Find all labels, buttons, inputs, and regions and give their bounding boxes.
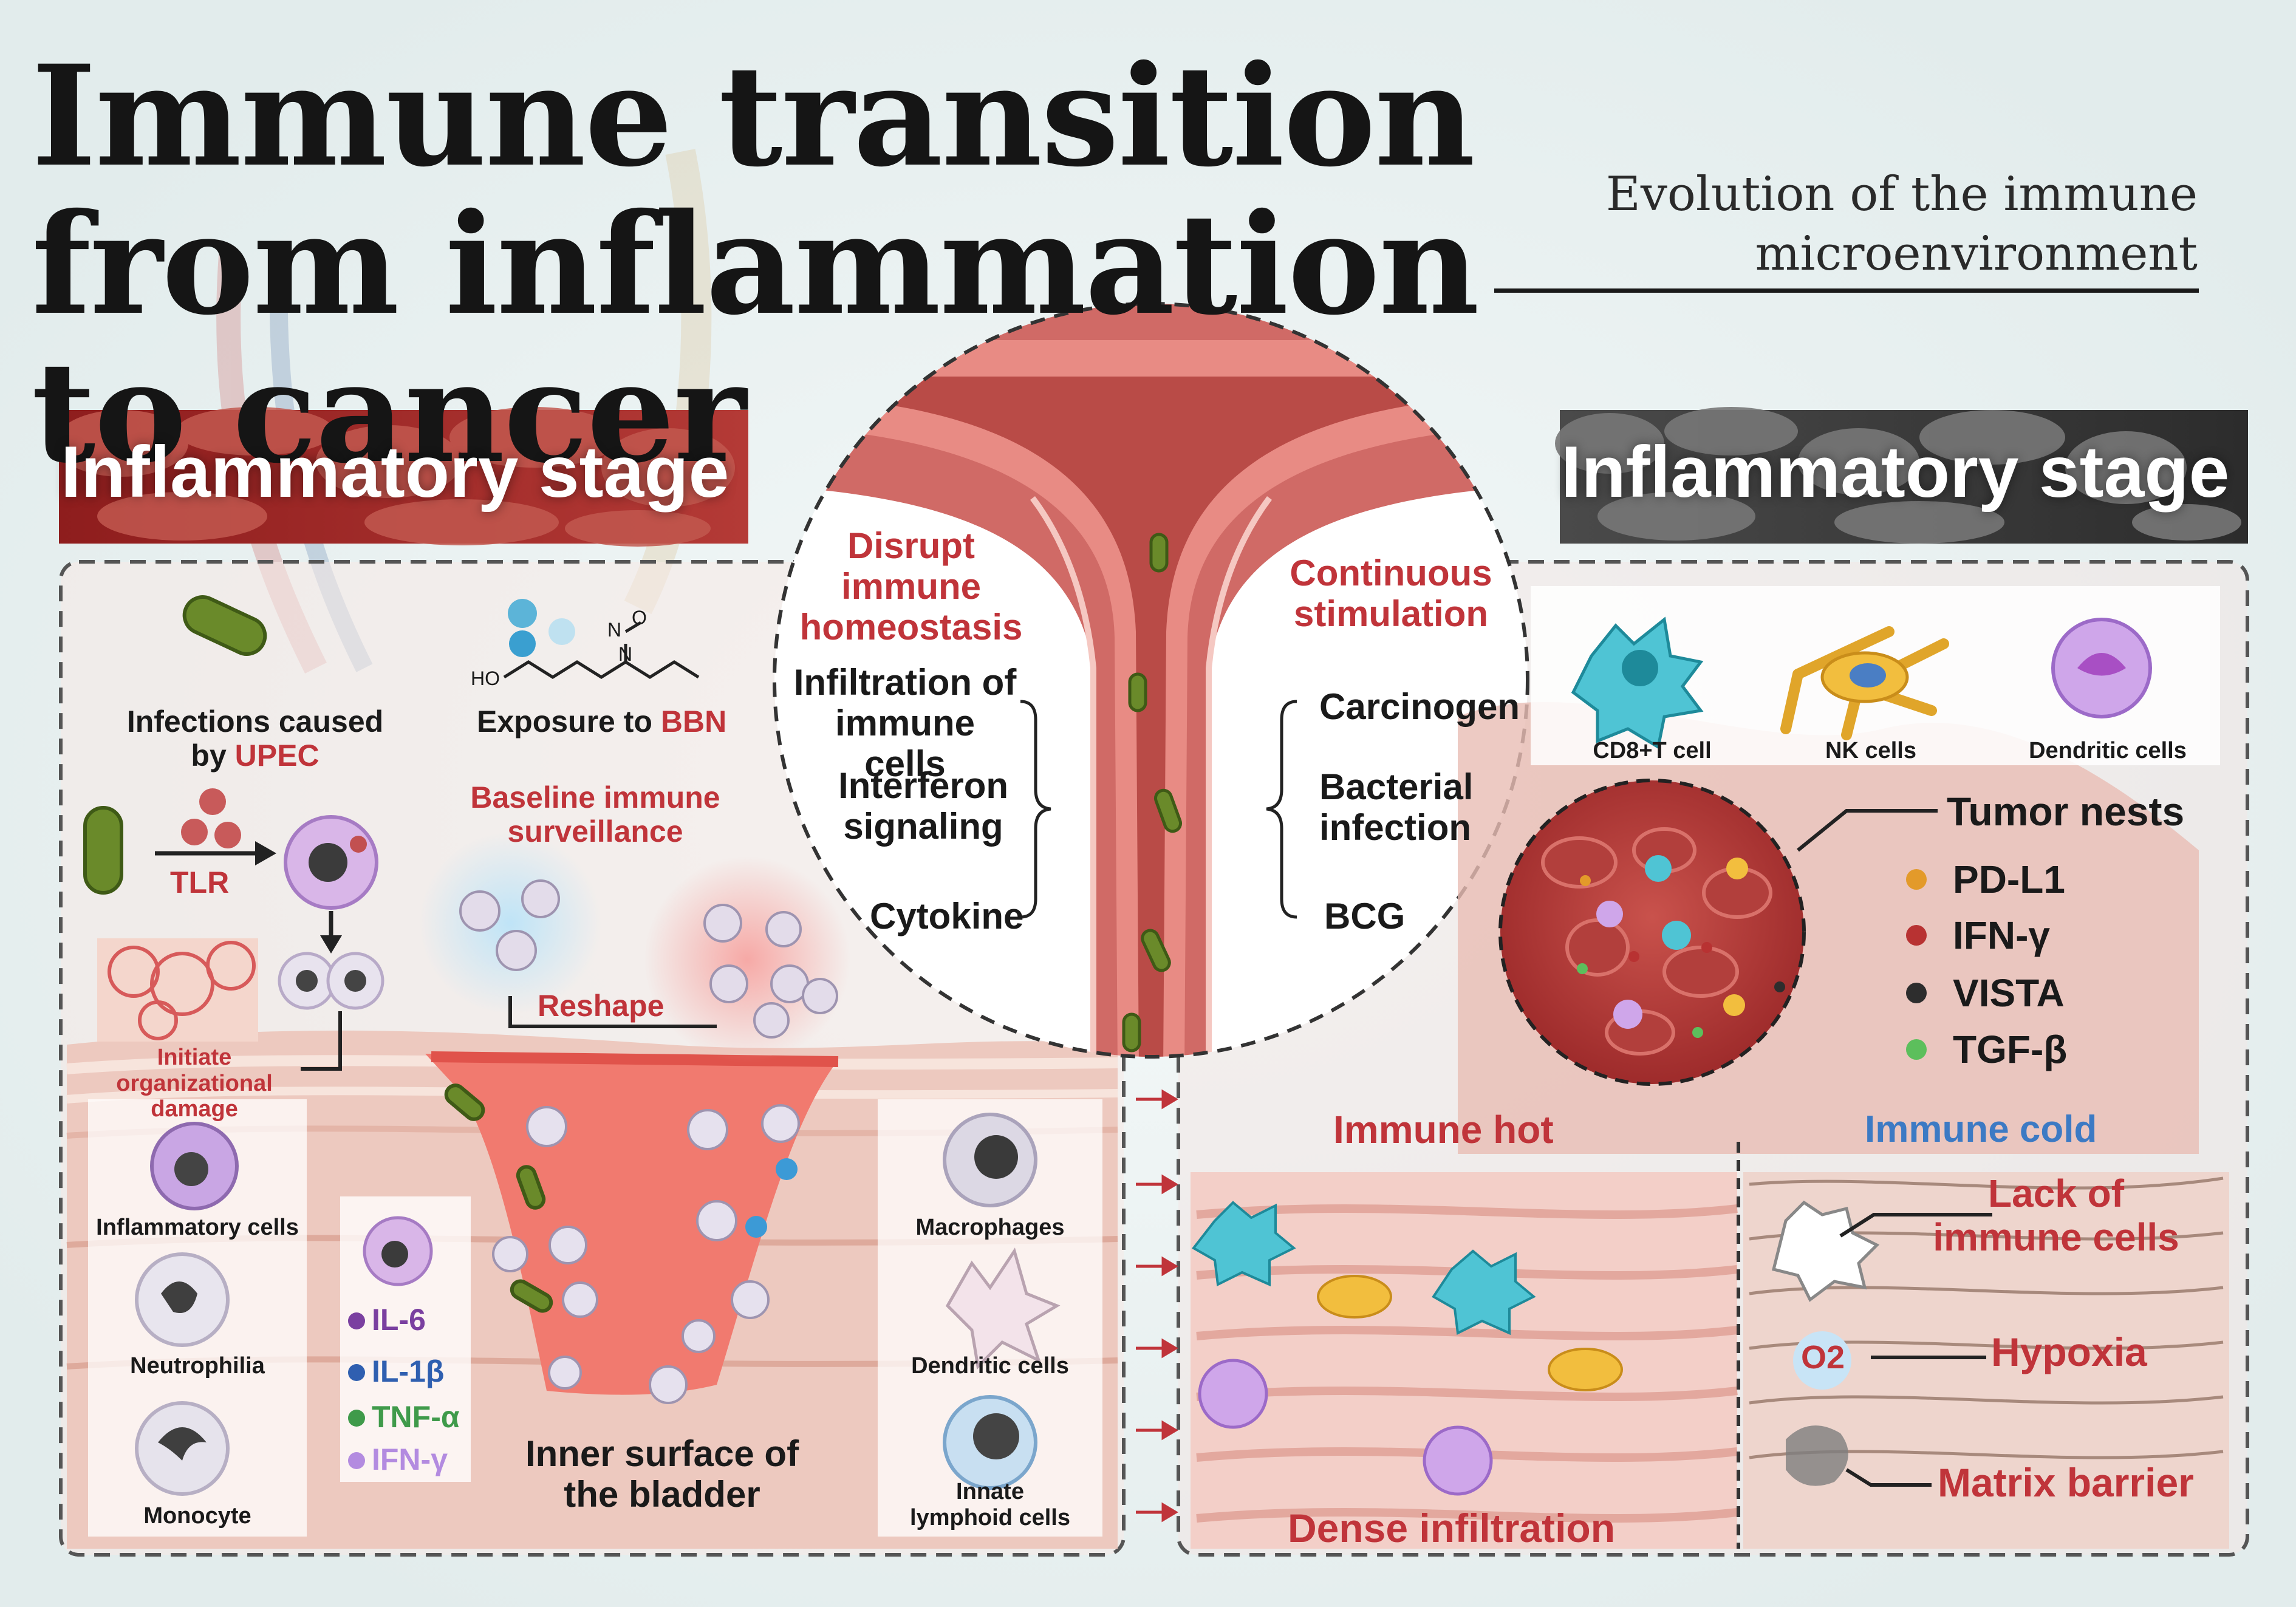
inner-surface-label: Inner surface of the bladder <box>525 1433 799 1515</box>
damage-connector <box>301 1011 342 1071</box>
upec-label: UPEC <box>234 739 319 773</box>
lesion-blue-dots <box>745 1158 798 1238</box>
transition-arrows <box>1136 1089 1178 1523</box>
center-right-item-1: Carcinogen <box>1319 686 1520 727</box>
cytokine-cell-icon <box>363 1216 433 1286</box>
reshape-label: Reshape <box>538 989 665 1023</box>
surveillance-cells <box>459 879 838 1039</box>
bbn-label: BBN <box>660 705 727 739</box>
cd8-cell-icon <box>1571 616 1704 749</box>
center-right-item-2: Bacterial infection <box>1319 766 1474 848</box>
cell-monocyte-label: Monocyte <box>143 1503 251 1529</box>
cytokine-il1b: IL-1β <box>372 1354 445 1388</box>
nest-legend-dots <box>1906 869 1927 1060</box>
reshape-cloud <box>644 856 850 1063</box>
cell-ilc-label: Innate lymphoid cells <box>910 1479 1070 1530</box>
chem-o: O <box>632 607 647 629</box>
cold-items <box>1771 1200 1992 1487</box>
center-left-item-1: Infiltration of immune cells <box>793 662 1017 785</box>
right-banner-title: Inflammatory stage <box>1561 431 2230 513</box>
cocci <box>181 599 575 848</box>
nk-cell-icon <box>1780 626 1949 740</box>
infections-prefix: Infections caused by <box>126 705 384 773</box>
cell-type-nk: NK cells <box>1825 738 1916 763</box>
ureter-cross-section <box>774 304 1528 1057</box>
tumor-nest-pointer <box>1797 809 1938 852</box>
page-title: Immune transition from inflammation to c… <box>32 35 1480 494</box>
tumor-nest-detail <box>1541 827 1785 1056</box>
cytokine-tnfa: TNF-α <box>372 1400 460 1434</box>
initiate-label: Initiate organizational damage <box>116 1045 273 1122</box>
subtitle-rule <box>1494 288 2199 293</box>
tumor-nest-outline <box>1498 779 1806 1086</box>
cytokine-il6: IL-6 <box>372 1303 426 1337</box>
o2-label: O2 <box>1801 1339 1845 1376</box>
matrix-barrier-label: Matrix barrier <box>1938 1460 2194 1505</box>
immune-hot-label: Immune hot <box>1333 1108 1554 1152</box>
left-cell-icons <box>135 1122 239 1496</box>
cell-neutrophilia-label: Neutrophilia <box>130 1353 265 1379</box>
legend-pdl1: PD-L1 <box>1953 858 2065 901</box>
exposure-label: Exposure to BBN <box>477 705 726 739</box>
cell-type-cd8: CD8+T cell <box>1593 738 1712 763</box>
cell-dendritic-label: Dendritic cells <box>911 1353 1069 1379</box>
left-banner-bg <box>55 407 748 547</box>
dendritic-cell-icon <box>2051 618 2152 718</box>
cytokine-dots <box>348 1312 365 1469</box>
continuous-label: Continuous stimulation <box>1290 553 1492 635</box>
tlr-arrowhead <box>255 841 276 865</box>
legend-ifng: IFN-γ <box>1953 913 2050 957</box>
right-cell-icons <box>943 1113 1061 1490</box>
disrupt-label: Disrupt immune homeostasis <box>799 525 1023 648</box>
damaged-tissue <box>97 938 258 1042</box>
reshape-connector <box>508 996 717 1028</box>
surveillance-cloud <box>419 832 601 1014</box>
right-banner-bg <box>1555 407 2248 544</box>
chem-no: N <box>607 619 622 641</box>
hypoxia-label: Hypoxia <box>1991 1329 2147 1374</box>
cytokine-ifng: IFN-γ <box>372 1442 448 1476</box>
center-left-item-3: Cytokine <box>870 896 1024 937</box>
center-right-item-3: BCG <box>1324 896 1406 937</box>
cell-type-dendritic: Dendritic cells <box>2029 738 2187 763</box>
legend-tgfb: TGF-β <box>1953 1028 2068 1071</box>
tlr-label: TLR <box>170 865 230 899</box>
right-brace <box>1266 700 1297 919</box>
lack-immune-label: Lack of immune cells <box>1933 1172 2179 1259</box>
hot-cells <box>1192 1201 1623 1496</box>
tumor-nests-label: Tumor nests <box>1947 789 2185 834</box>
infected-macrophage <box>284 815 378 910</box>
legend-vista: VISTA <box>1953 971 2065 1015</box>
center-circle-outline <box>773 302 1529 1059</box>
neutrophil-pair <box>278 952 384 1010</box>
left-brace <box>1020 700 1051 919</box>
immune-cold-label: Immune cold <box>1865 1108 2097 1150</box>
center-left-item-2: Interferon signaling <box>838 765 1009 847</box>
baseline-label: Baseline immune surveillance <box>470 780 720 848</box>
bacteria-group <box>83 595 553 1313</box>
down-arrowhead <box>320 935 342 954</box>
bbn-molecule <box>503 621 700 679</box>
lesion-cells <box>492 1104 800 1404</box>
chem-n: N <box>618 643 633 665</box>
dense-infiltration-label: Dense infiltration <box>1288 1506 1616 1551</box>
cell-inflammatory-label: Inflammatory cells <box>96 1215 299 1240</box>
page-subtitle: Evolution of the immune microenvironment <box>1605 167 2198 281</box>
cell-macrophages-label: Macrophages <box>915 1215 1065 1240</box>
infections-label: Infections caused by UPEC <box>121 705 389 773</box>
exposure-prefix: Exposure to <box>477 705 652 739</box>
chem-ho: HO <box>471 667 500 689</box>
left-banner-title: Inflammatory stage <box>61 431 729 513</box>
